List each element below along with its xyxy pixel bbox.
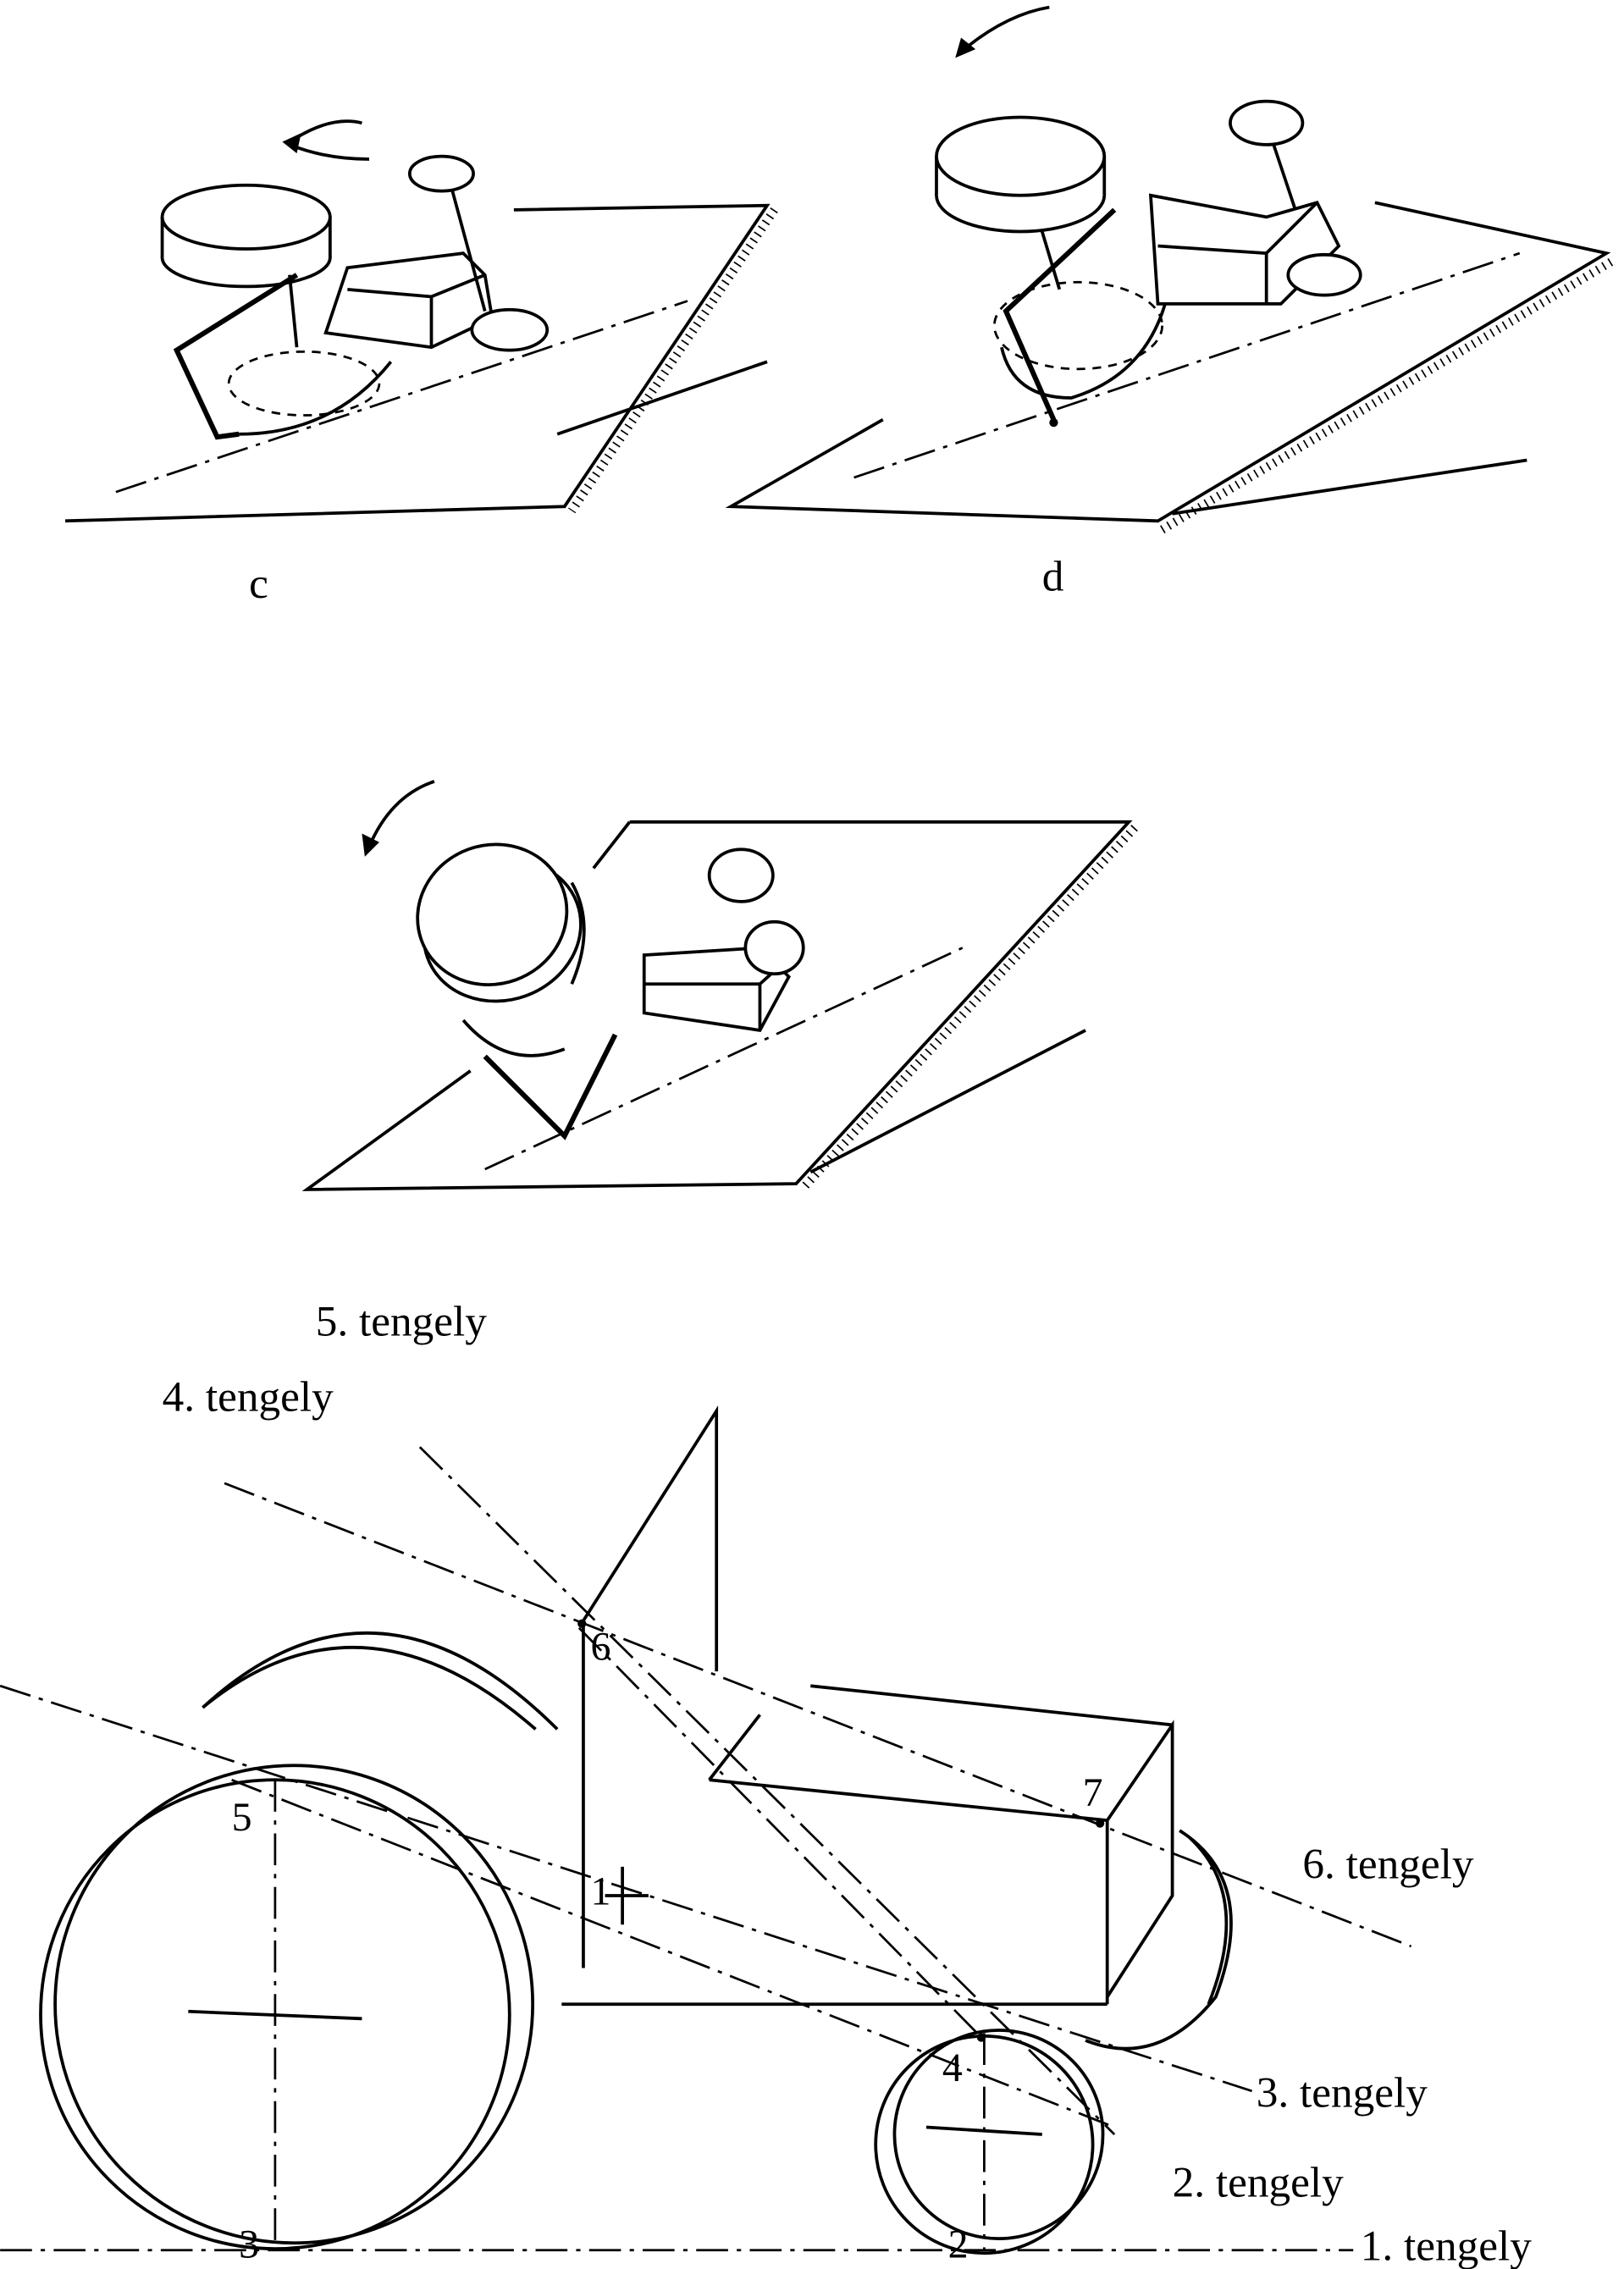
axis-label-6: 6. tengely: [1302, 1841, 1474, 1889]
axis-label-5: 5. tengely: [316, 1298, 488, 1346]
point-label-3: 3: [239, 2222, 259, 2266]
point-label-5: 5: [232, 1795, 252, 1840]
point-label-1: 1: [590, 1869, 610, 1913]
axis-label-4: 4. tengely: [163, 1372, 334, 1421]
panel-d-tractor-on-slope: d: [725, 5, 1614, 600]
panel-c-tractor-on-slope: c: [65, 119, 778, 608]
point-label-4: 4: [942, 2045, 963, 2090]
axis-label-1: 1. tengely: [1361, 2222, 1533, 2269]
point-labels: 1 2 3 4 5 6 7: [232, 1624, 1103, 2266]
panel-label-d: d: [1042, 552, 1064, 600]
panel-e-tractor-on-slope: [301, 780, 1138, 1193]
point-label-2: 2: [948, 2222, 969, 2266]
tractor-side-view-axes: [0, 1405, 1412, 2255]
point-label-6: 6: [590, 1624, 610, 1669]
axis-labels: 5. tengely 4. tengely 6. tengely 3. teng…: [163, 1298, 1533, 2269]
rotation-arrow-icon: [289, 143, 369, 161]
axis-label-2: 2. tengely: [1173, 2159, 1345, 2207]
axis-label-3: 3. tengely: [1257, 2069, 1428, 2117]
point-label-7: 7: [1083, 1770, 1103, 1815]
panel-label-c: c: [249, 560, 268, 608]
